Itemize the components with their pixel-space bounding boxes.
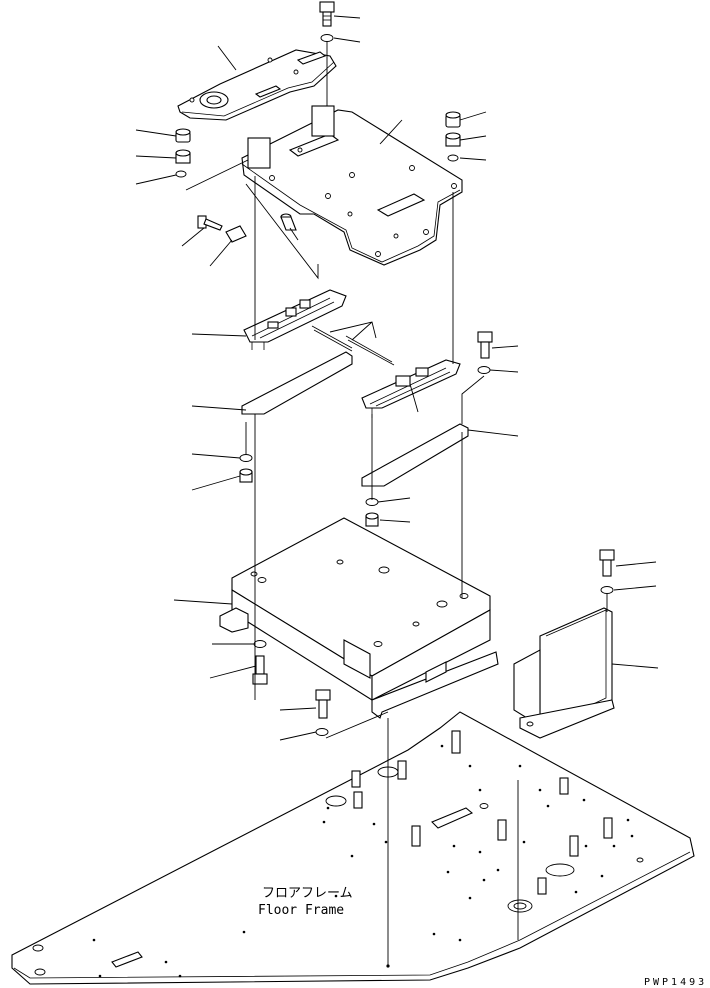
spring-lower — [345, 335, 395, 366]
left-washer — [175, 170, 187, 178]
assembly-lines — [245, 42, 608, 968]
left-lower-washer — [239, 454, 253, 462]
rail-bolt — [477, 331, 493, 359]
upper-bracket — [177, 49, 337, 121]
top-bolt — [319, 1, 335, 27]
floor-frame-label-jp: フロアフレーム — [262, 886, 353, 901]
right-bar — [361, 423, 469, 487]
left-bar — [241, 351, 353, 415]
box-washer — [253, 640, 267, 648]
floor-frame-label-en: Floor Frame — [258, 903, 344, 918]
small-bolt — [197, 215, 223, 231]
right-nut — [445, 132, 461, 147]
side-cover — [513, 607, 615, 739]
cover-washer — [600, 586, 614, 594]
left-lower-nut — [239, 468, 253, 483]
drawing-code: PWP1493 — [644, 977, 707, 988]
pin — [280, 213, 297, 231]
right-washer — [447, 154, 459, 162]
left-damper — [175, 128, 191, 143]
floor-bolt — [315, 689, 331, 719]
floor-washer — [315, 728, 329, 736]
cover-bolt — [599, 549, 615, 577]
box-bolt — [252, 655, 268, 685]
rail-washer — [477, 366, 491, 374]
right-lower-nut — [365, 512, 379, 527]
left-nut — [175, 149, 191, 164]
top-mounting-plate — [241, 105, 463, 266]
left-slide-rail — [243, 289, 347, 350]
spring-upper — [311, 325, 353, 352]
right-slide-rail — [361, 359, 461, 418]
floor-frame — [11, 711, 695, 985]
spacer-block — [225, 225, 247, 243]
leader-lines — [135, 15, 659, 741]
top-washer — [320, 34, 334, 42]
right-damper — [445, 111, 461, 128]
seat-stand-box — [219, 517, 499, 719]
